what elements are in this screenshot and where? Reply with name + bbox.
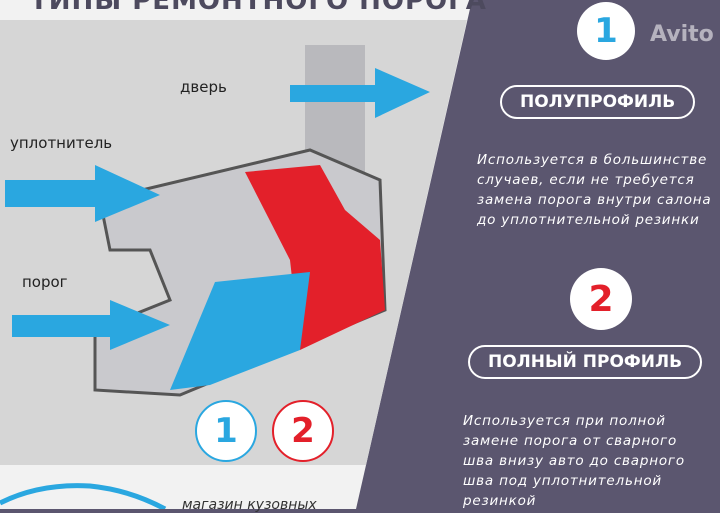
option-1-description: Используется в большинстве случаев, если… (477, 152, 712, 228)
option-2-name: ПОЛНЫЙ ПРОФИЛЬ (468, 345, 703, 379)
arrow-seal (5, 165, 160, 222)
marker-2: 2 (272, 400, 334, 462)
label-seal: уплотнитель (10, 134, 113, 152)
option-2-number: 2 (570, 268, 632, 330)
avito-watermark: Avito (650, 22, 714, 47)
sill-illustration (5, 45, 430, 397)
arrow-door (290, 68, 430, 118)
page-title: ТИПЫ РЕМОНТНОГО ПОРОГА (30, 0, 487, 16)
label-door: дверь (180, 78, 227, 96)
marker-1: 1 (195, 400, 257, 462)
option-2-description: Используется при полной замене порога от… (463, 413, 685, 509)
shop-caption: магазин кузовных (182, 497, 317, 513)
option-1-name: ПОЛУПРОФИЛЬ (500, 85, 696, 119)
arrow-sill (12, 300, 170, 350)
red-profile (245, 165, 385, 350)
option-1-number: 1 (577, 2, 635, 60)
label-sill: порог (22, 273, 68, 291)
car-logo (0, 483, 167, 509)
blue-profile (170, 272, 310, 390)
